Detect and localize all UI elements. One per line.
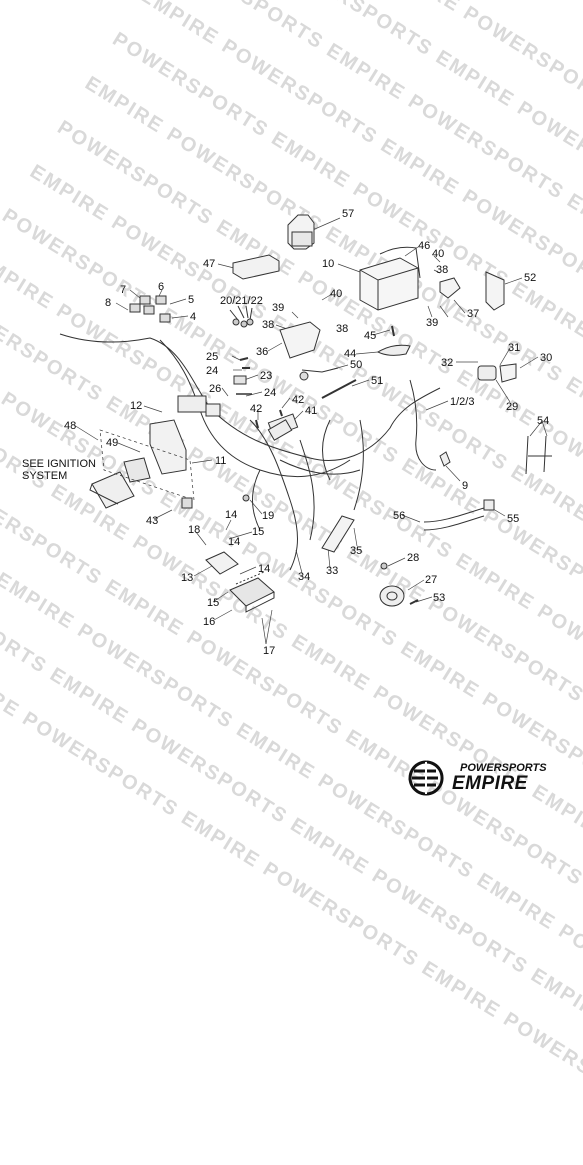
callout-label: 24 — [206, 365, 219, 377]
callout-label: 25 — [206, 351, 219, 363]
callout-label: 40 — [432, 248, 445, 260]
callout-label: 43 — [146, 515, 159, 527]
callout-label: 8 — [105, 297, 112, 309]
callout-label: 1/2/3 — [450, 396, 475, 408]
callout-label: 45 — [364, 330, 377, 342]
callout-label: 30 — [540, 352, 553, 364]
callout-label: 32 — [441, 357, 454, 369]
callout-label: 28 — [407, 552, 420, 564]
callout-label: 20/21/22 — [220, 295, 263, 307]
callout-label: 13 — [181, 572, 194, 584]
note-line: SYSTEM — [22, 470, 68, 482]
powersports-empire-logo: POWERSPORTS EMPIRE — [404, 758, 574, 798]
callout-label: 48 — [64, 420, 77, 432]
callout-label: 9 — [462, 480, 469, 492]
callout-label: 5 — [188, 294, 195, 306]
callout-label: 39 — [272, 302, 285, 314]
callout-label: 44 — [344, 348, 357, 360]
callout-label: 36 — [256, 346, 269, 358]
callout-label: 42 — [292, 394, 305, 406]
callout-label: 10 — [322, 258, 335, 270]
callout-label: 38 — [436, 264, 449, 276]
parts-diagram: POWERSPORTS EMPIRE POWERSPORTS EMPIRE PO… — [0, 0, 583, 1122]
callout-label: 14 — [225, 509, 238, 521]
callout-label: 6 — [158, 281, 165, 293]
callout-label: 19 — [262, 510, 275, 522]
callout-label: 42 — [250, 403, 263, 415]
callout-label: 52 — [524, 272, 537, 284]
callout-label: 24 — [264, 387, 277, 399]
leader-lines — [73, 217, 548, 645]
callout-label: 12 — [130, 400, 143, 412]
callout-label: 35 — [350, 545, 363, 557]
note-line: SEE IGNITION — [22, 458, 96, 470]
callout-label: 37 — [467, 308, 480, 320]
callout-label: 50 — [350, 359, 363, 371]
callout-label: 38 — [336, 323, 349, 335]
callout-label: 23 — [260, 370, 273, 382]
callout-label: 41 — [305, 405, 318, 417]
brand-name: EMPIRE — [452, 773, 528, 794]
callout-label: 18 — [188, 524, 201, 536]
callout-label: 55 — [507, 513, 520, 525]
callout-label: 14 — [228, 536, 241, 548]
callout-label: 15 — [207, 597, 220, 609]
parts-outlines — [59, 214, 552, 613]
callout-label: 11 — [215, 455, 227, 467]
callout-label: 26 — [209, 383, 222, 395]
empire-emblem-icon — [408, 760, 444, 796]
callout-label: 33 — [326, 565, 339, 577]
callout-label: 51 — [371, 375, 384, 387]
callout-label: 17 — [263, 645, 276, 657]
callout-label: 14 — [258, 563, 271, 575]
callout-label: 34 — [298, 571, 311, 583]
exploded-parts-drawing — [59, 214, 552, 645]
callout-label: 16 — [203, 616, 216, 628]
callout-label: 40 — [330, 288, 343, 300]
callout-label: 31 — [508, 342, 521, 354]
callout-label: 57 — [342, 208, 355, 220]
brand-tagline: POWERSPORTS — [460, 762, 547, 774]
see-ignition-system-note: SEE IGNITION SYSTEM — [22, 458, 96, 482]
callout-label: 56 — [393, 510, 406, 522]
callout-label: 15 — [252, 526, 265, 538]
callout-label: 53 — [433, 592, 446, 604]
callout-label: 47 — [203, 258, 216, 270]
callout-label: 54 — [537, 415, 550, 427]
callout-label: 29 — [506, 401, 519, 413]
callout-label: 4 — [190, 311, 197, 323]
callout-label: 46 — [418, 240, 431, 252]
callout-label: 7 — [120, 284, 127, 296]
callout-label: 39 — [426, 317, 439, 329]
callout-label: 27 — [425, 574, 438, 586]
callout-label: 49 — [106, 437, 119, 449]
callout-label: 38 — [262, 319, 275, 331]
